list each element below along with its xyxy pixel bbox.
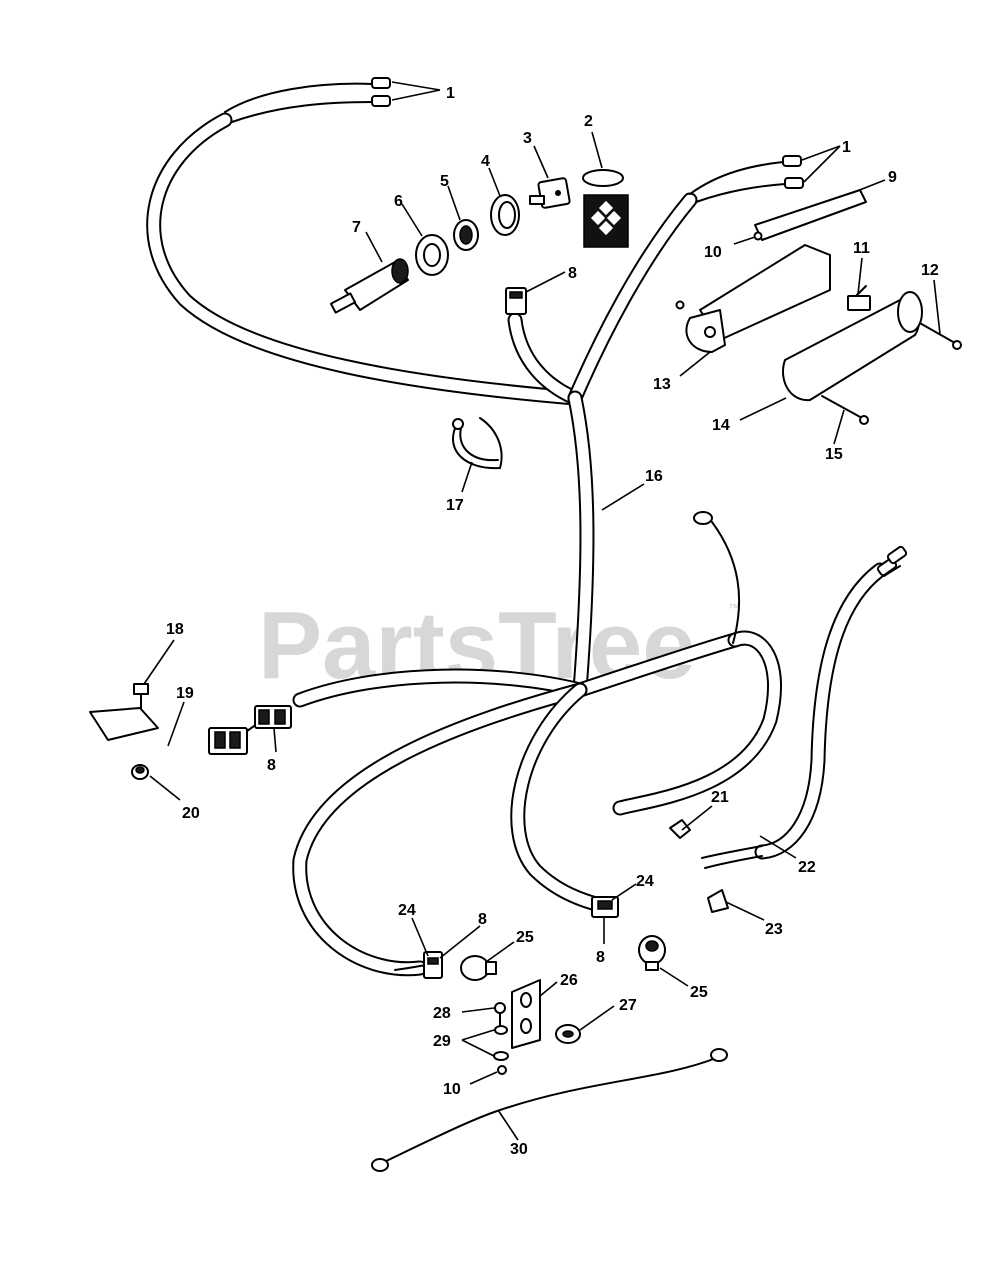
terminal-cover-part-23 [707,889,729,913]
hex-nut-part-5 [453,219,479,251]
switch-bezel-part-4 [490,194,520,236]
callout-16: 16 [645,468,663,485]
washer-part-29 [493,1025,509,1061]
callout-2: 2 [584,113,593,130]
callout-23: 23 [765,921,783,938]
connector-part-8-top [505,287,527,315]
connector-part-8-left [254,705,292,729]
callout-12: 12 [921,262,939,279]
lock-washer-part-6 [415,234,449,276]
callout-10-top: 10 [704,244,722,261]
main-harness [146,112,888,977]
callout-21: 21 [711,789,729,806]
nut-part-27 [555,1024,581,1044]
callout-29: 29 [433,1033,451,1050]
leader-lines [143,81,941,1141]
callout-14: 14 [712,417,730,434]
callout-7: 7 [352,219,361,236]
callout-13: 13 [653,376,671,393]
cable-tie-part-17 [451,417,503,470]
callout-1b: 1 [842,139,851,156]
callout-1a: 1 [446,85,455,102]
terminal-connector-part-1a [371,77,391,107]
connector-part-8-bottom-left [423,951,443,979]
callout-8-bottom-left: 8 [478,911,487,928]
callout-25-left: 25 [516,929,534,946]
hand-grip-part-14 [782,291,923,402]
micro-switch-part-11 [847,285,871,311]
callout-18: 18 [166,621,184,638]
callout-8-bottom-right: 8 [596,949,605,966]
screw-part-28 [494,1002,506,1029]
ignition-key-icon [529,177,571,209]
sensor-part-25-right [638,935,666,971]
callout-17: 17 [446,497,464,514]
screw-part-15 [821,395,869,425]
callout-11: 11 [853,240,870,257]
callout-5: 5 [440,173,449,190]
callout-8-top: 8 [568,265,577,282]
grip-half-part-13 [685,309,726,353]
washer-part-10-bottom [497,1065,507,1075]
nut-part-20 [131,764,149,780]
interlock-switch-part-19 [89,707,248,755]
callout-30: 30 [510,1141,528,1158]
sensor-part-25-left [460,955,497,981]
callout-27: 27 [619,997,637,1014]
callout-24-right: 24 [636,873,654,890]
callout-3: 3 [523,130,532,147]
callout-22: 22 [798,859,816,876]
warning-decal-icon [582,169,629,248]
callout-24-left: 24 [398,902,416,919]
callout-25-right: 25 [690,984,708,1001]
callout-4: 4 [481,153,490,170]
ignition-switch-icon [329,258,409,314]
terminal-connector-part-1b [782,155,804,189]
callout-6: 6 [394,193,403,210]
washer-part-10 [675,231,763,310]
callout-8-left: 8 [267,757,276,774]
screw-part-12 [917,321,962,350]
callout-26: 26 [560,972,578,989]
bracket-part-26 [511,979,541,1049]
switch-bracket-part-9 [699,189,867,341]
callout-10-bottom: 10 [443,1081,461,1098]
terminal-part-21 [669,819,691,839]
connector-part-8-bottom-right [591,896,619,918]
callout-15: 15 [825,446,843,463]
lead-terminals-part-22 [876,545,908,577]
ring-terminal-top [693,511,713,525]
callout-9: 9 [888,169,897,186]
ground-wire-part-30 [371,1048,728,1172]
callout-19: 19 [176,685,194,702]
callout-20: 20 [182,805,200,822]
callout-28: 28 [433,1005,451,1022]
callout-labels: 1 1 2 3 4 5 6 7 8 9 10 11 12 13 14 15 16… [166,85,939,1158]
watermark-trademark: ™ [728,601,740,615]
